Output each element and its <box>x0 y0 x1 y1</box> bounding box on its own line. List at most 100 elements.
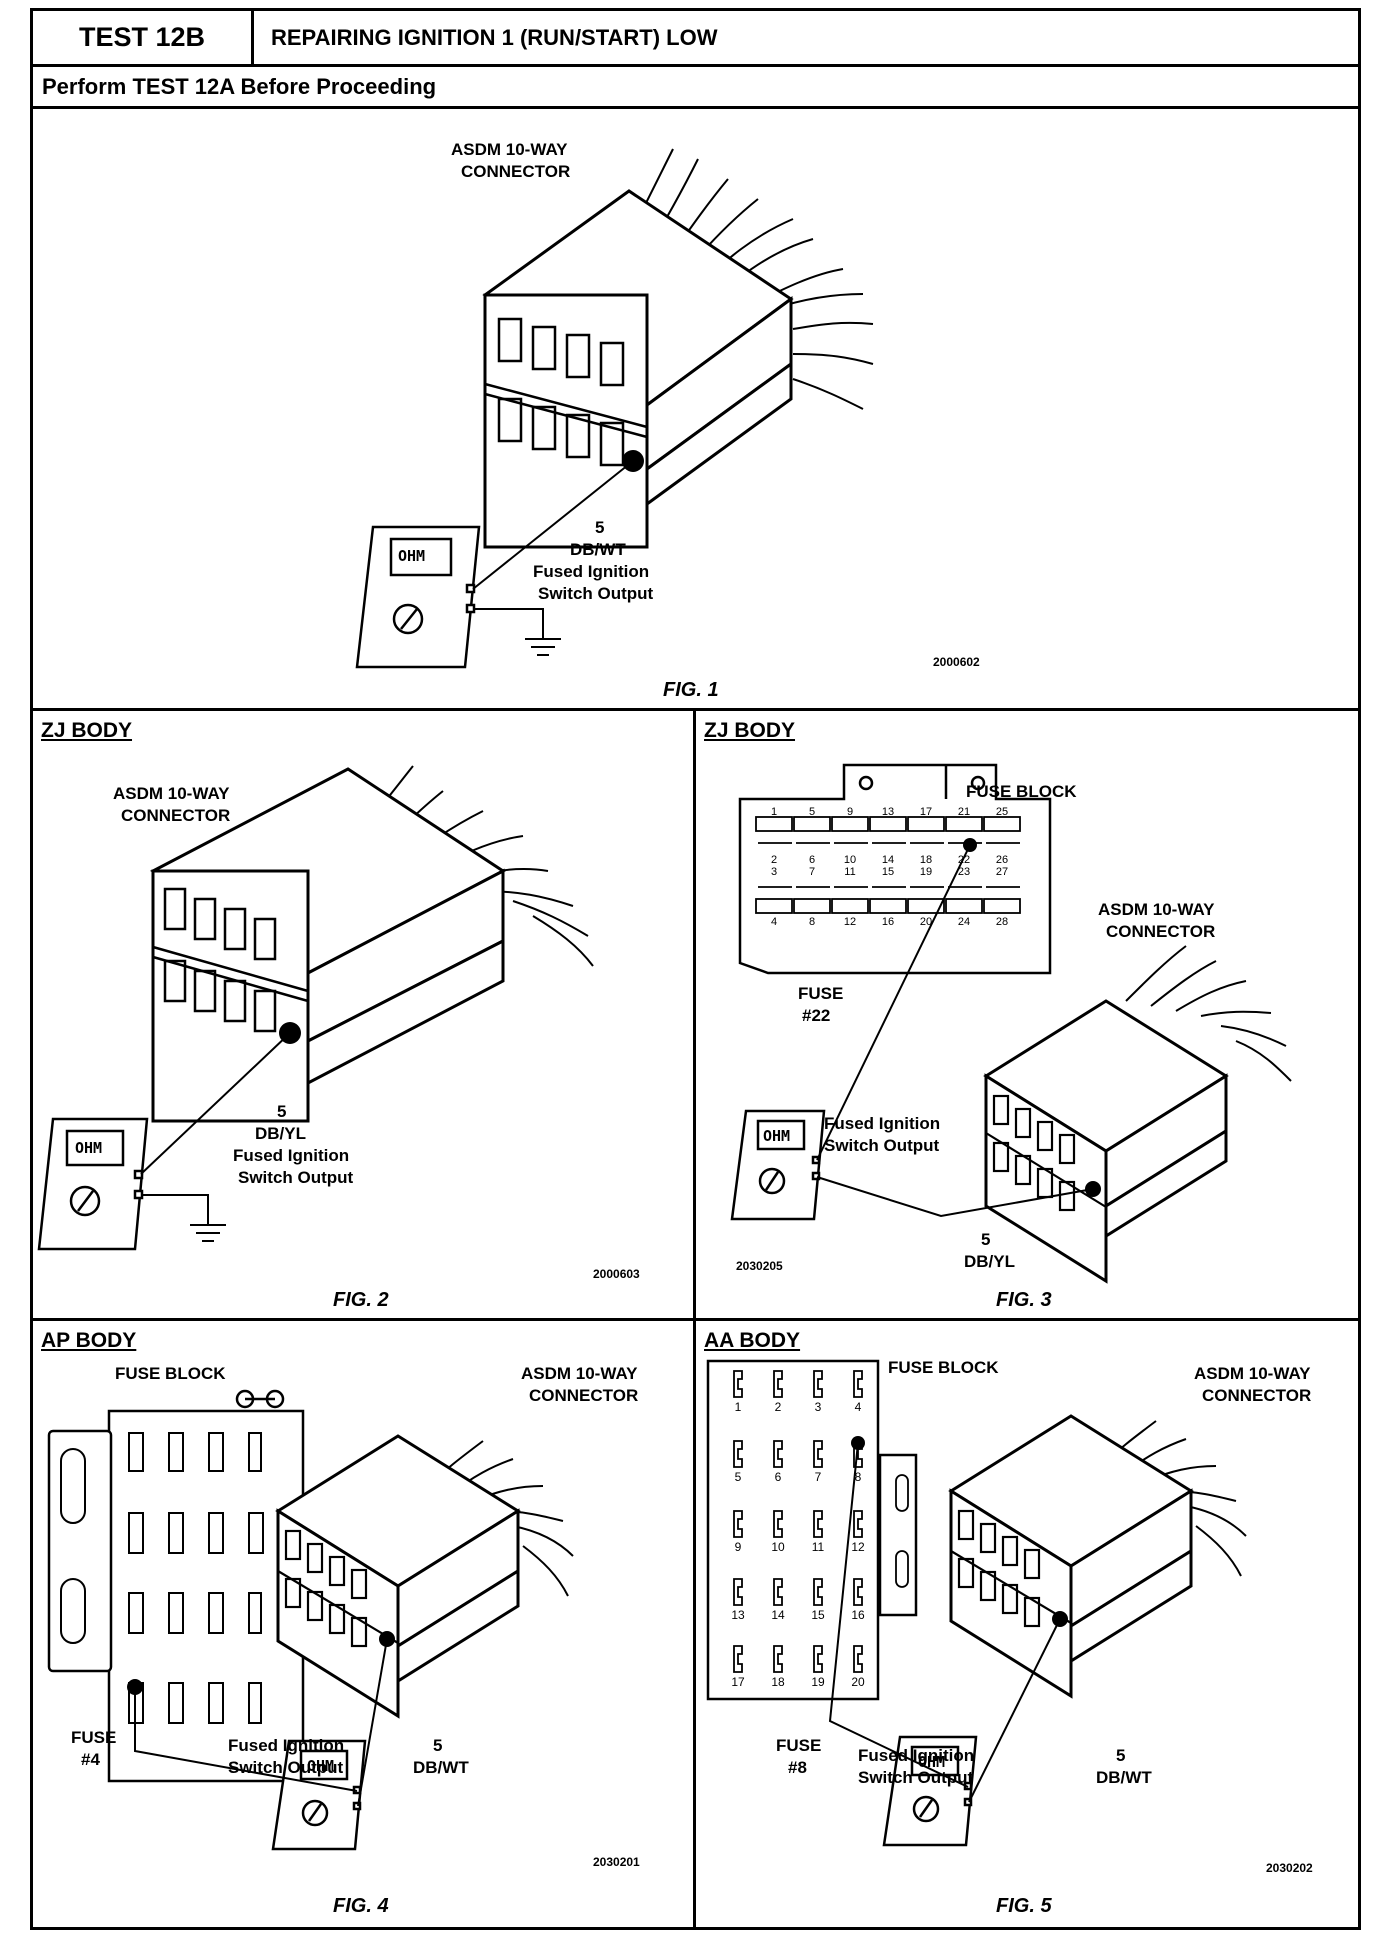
wire-color: DB/WT <box>1096 1768 1152 1787</box>
connector-cavities <box>950 1509 1072 1628</box>
svg-text:12: 12 <box>844 916 856 928</box>
pin-number: 5 <box>277 1102 287 1121</box>
circuit-label-line1: Fused Ignition <box>824 1114 941 1133</box>
svg-text:6: 6 <box>809 854 815 866</box>
test-leads <box>472 460 634 639</box>
svg-text:20: 20 <box>920 916 932 928</box>
connector-label-line1: ASDM 10-WAY <box>113 784 230 803</box>
meter-display: OHM <box>307 1757 335 1775</box>
figure-1-panel: ASDM 10-WAY CONNECTOR OHM 5 DB/WT Fused … <box>33 109 1358 711</box>
svg-text:1: 1 <box>771 806 777 818</box>
circuit-label-line2: Switch Output <box>824 1136 940 1155</box>
figure-2-drawing <box>37 765 594 1251</box>
figure-1-drawing <box>355 148 874 669</box>
fuse-block-label: FUSE BLOCK <box>115 1364 226 1383</box>
svg-text:1: 1 <box>735 1400 742 1414</box>
svg-text:16: 16 <box>882 916 894 928</box>
circuit-label-line1: Fused Ignition <box>533 562 650 581</box>
figure-4-drawing <box>47 1389 574 1851</box>
svg-text:5: 5 <box>735 1470 742 1484</box>
circuit-label-line1: Fused Ignition <box>858 1746 975 1765</box>
connector-cavities <box>277 1529 399 1648</box>
figure-2-panel: ZJ BODY <box>33 711 696 1321</box>
svg-text:20: 20 <box>851 1675 865 1689</box>
svg-text:7: 7 <box>815 1470 822 1484</box>
circuit-label-line2: Switch Output <box>238 1168 354 1187</box>
precondition-note: Perform TEST 12A Before Proceeding <box>33 67 1358 109</box>
figure-code: 2000602 <box>933 655 980 669</box>
test-leads <box>828 1442 1061 1803</box>
svg-text:16: 16 <box>851 1608 865 1622</box>
figure-code: 2030201 <box>593 1855 640 1869</box>
connector-label-line1: ASDM 10-WAY <box>1194 1364 1311 1383</box>
fuse-block-label: FUSE BLOCK <box>966 782 1077 801</box>
fuse-label-line1: FUSE <box>71 1728 117 1747</box>
figure-code: 2030202 <box>1266 1861 1313 1875</box>
asdm-connector-body <box>150 767 506 1123</box>
connector-label-line1: ASDM 10-WAY <box>451 140 568 159</box>
fuse-label-line2: #22 <box>802 1006 831 1025</box>
ohmmeter <box>355 525 481 669</box>
fuse-cavities <box>60 1432 264 1724</box>
figure-caption: FIG. 1 <box>663 679 719 701</box>
fuse-label-line2: #4 <box>81 1750 100 1769</box>
body-label: ZJ BODY <box>41 719 133 742</box>
svg-text:25: 25 <box>996 806 1008 818</box>
service-procedure-sheet: TEST 12B REPAIRING IGNITION 1 (RUN/START… <box>30 8 1361 1930</box>
svg-text:28: 28 <box>996 916 1008 928</box>
svg-text:14: 14 <box>771 1608 785 1622</box>
asdm-connector-body <box>275 1434 521 1719</box>
connector-cavities <box>985 1094 1107 1212</box>
svg-text:8: 8 <box>855 1470 862 1484</box>
svg-text:24: 24 <box>958 916 970 928</box>
meter-display: OHM <box>918 1753 946 1771</box>
meter-display: OHM <box>398 547 426 565</box>
connector-label-line2: CONNECTOR <box>529 1386 639 1405</box>
wire-color: DB/YL <box>255 1124 306 1143</box>
svg-text:7: 7 <box>809 866 815 878</box>
figure-caption: FIG. 2 <box>333 1289 389 1311</box>
header-bar: TEST 12B REPAIRING IGNITION 1 (RUN/START… <box>33 11 1358 67</box>
figure-caption: FIG. 5 <box>996 1895 1052 1917</box>
connector-label-line1: ASDM 10-WAY <box>1098 900 1215 919</box>
body-label: AP BODY <box>41 1329 137 1352</box>
svg-text:23: 23 <box>958 866 970 878</box>
svg-text:6: 6 <box>775 1470 782 1484</box>
body-label: ZJ BODY <box>704 719 796 742</box>
connector-label-line2: CONNECTOR <box>461 162 571 181</box>
svg-text:13: 13 <box>882 806 894 818</box>
connector-label-line1: ASDM 10-WAY <box>521 1364 638 1383</box>
fuse-block-outline <box>706 1359 918 1701</box>
fuse-slots <box>755 816 1021 914</box>
circuit-label-line2: Switch Output <box>538 584 654 603</box>
connector-cavities <box>484 317 648 467</box>
svg-text:13: 13 <box>731 1608 745 1622</box>
test-leads <box>816 844 1094 1218</box>
svg-text:26: 26 <box>996 854 1008 866</box>
fuse-slot-marks <box>758 842 1020 888</box>
pin-number: 5 <box>433 1736 443 1755</box>
fuse-label-line2: #8 <box>788 1758 807 1777</box>
ground-symbol <box>525 638 561 656</box>
svg-text:17: 17 <box>920 806 932 818</box>
svg-text:2: 2 <box>775 1400 782 1414</box>
connector-label-line2: CONNECTOR <box>1202 1386 1312 1405</box>
circuit-label-line1: Fused Ignition <box>233 1146 350 1165</box>
circuit-label-line2: Switch Output <box>858 1768 974 1787</box>
ohmmeter <box>37 1117 149 1251</box>
test-leads <box>140 1032 291 1225</box>
asdm-connector-body <box>948 1414 1194 1699</box>
svg-text:8: 8 <box>809 916 815 928</box>
connector-label-line2: CONNECTOR <box>1106 922 1216 941</box>
svg-text:10: 10 <box>844 854 856 866</box>
test-leads <box>134 1638 388 1807</box>
svg-text:19: 19 <box>920 866 932 878</box>
circuit-label-line1: Fused Ignition <box>228 1736 345 1755</box>
svg-text:2: 2 <box>771 854 777 866</box>
svg-text:5: 5 <box>809 806 815 818</box>
meter-display: OHM <box>763 1127 791 1145</box>
connector-cavities <box>152 887 309 1033</box>
